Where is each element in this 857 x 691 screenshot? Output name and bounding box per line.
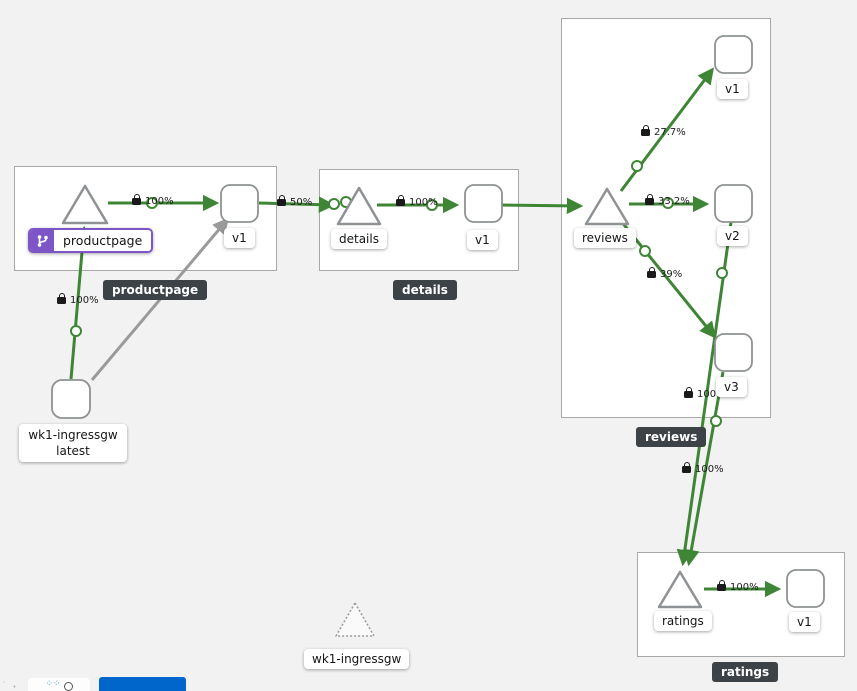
edge-marker-circle <box>426 199 438 211</box>
edge-label: 100% <box>396 195 438 208</box>
label-details-service[interactable]: details <box>331 229 387 249</box>
mtls-lock-icon <box>645 194 654 205</box>
edge-ppv1-to-reviews[interactable] <box>501 197 584 215</box>
edge-label: 100% <box>57 293 99 306</box>
edge-label: 100% <box>684 387 726 400</box>
label-productpage-v1[interactable]: v1 <box>224 228 255 248</box>
toolbar-fragment-icons: ˙ ₊ <box>2 681 19 690</box>
label-ratings-v1[interactable]: v1 <box>789 612 820 632</box>
edge-v3-to-ratings[interactable] <box>683 371 725 567</box>
edge-label: 33.2% <box>645 194 690 207</box>
mtls-lock-icon <box>132 194 141 205</box>
legend-button[interactable] <box>99 677 186 691</box>
node-ratings-v1[interactable] <box>786 569 825 608</box>
label-ingress-workload[interactable]: wk1-ingressgw latest <box>19 424 127 463</box>
node-reviews-v3[interactable] <box>714 333 753 372</box>
edge-label: 39% <box>647 267 682 280</box>
label-ratings-service[interactable]: ratings <box>654 611 712 631</box>
edge-ppv1-to-details[interactable] <box>258 196 336 213</box>
node-reviews-v1[interactable] <box>714 35 753 74</box>
edge-ingress-to-productpage-v1[interactable] <box>90 217 230 381</box>
label-reviews-v1[interactable]: v1 <box>717 79 748 99</box>
node-productpage-service[interactable] <box>61 184 109 225</box>
edge-label: 100% <box>682 462 724 475</box>
edge-reviews-to-v3[interactable] <box>619 220 717 339</box>
label-reviews-v2[interactable]: v2 <box>717 226 748 246</box>
edge-marker-circle <box>662 197 674 209</box>
edge-marker-circle <box>710 415 722 427</box>
mtls-lock-icon <box>396 195 405 206</box>
edge-marker-circle <box>716 267 728 279</box>
tooltip-productpage: productpage <box>103 280 208 300</box>
label-reviews-v3[interactable]: v3 <box>716 377 747 397</box>
mtls-lock-icon <box>641 125 650 136</box>
node-reviews-service[interactable] <box>584 187 630 226</box>
mtls-lock-icon <box>647 267 656 278</box>
tooltip-details: details <box>393 280 457 300</box>
node-productpage-v1[interactable] <box>220 184 259 223</box>
edge-label: 100% <box>132 194 174 207</box>
graph-find-button[interactable]: ⁘⁘ <box>28 678 90 691</box>
edge-label: 100% <box>717 580 759 593</box>
virtual-service-branch-icon <box>30 230 54 251</box>
graph-icon: ⁘⁘ <box>45 679 61 689</box>
mtls-lock-icon <box>277 195 286 206</box>
edge-label: 50% <box>277 195 312 208</box>
label-reviews-service[interactable]: reviews <box>574 228 636 248</box>
node-details-service[interactable] <box>336 186 382 226</box>
label-details-v1[interactable]: v1 <box>467 230 498 250</box>
label-line2: latest <box>56 444 90 459</box>
label-text: productpage <box>54 230 152 251</box>
edge-marker-circle <box>328 198 340 210</box>
mtls-lock-icon <box>684 387 693 398</box>
mtls-lock-icon <box>717 580 726 591</box>
edge-label: 27.7% <box>641 125 686 138</box>
label-idle-service[interactable]: wk1-ingressgw <box>304 649 410 669</box>
node-idle-service-wk1-ingressgw[interactable] <box>335 602 375 637</box>
edge-marker-circle <box>639 245 651 257</box>
edge-marker-circle <box>70 325 82 337</box>
magnifier-icon <box>63 682 73 691</box>
label-productpage-service[interactable]: productpage <box>28 228 154 253</box>
edge-ingress-to-productpage[interactable] <box>69 225 92 380</box>
edge-marker-circle <box>146 197 158 209</box>
node-details-v1[interactable] <box>464 184 503 223</box>
node-reviews-v2[interactable] <box>714 184 753 223</box>
edge-marker-circle <box>631 160 643 172</box>
label-line1: wk1-ingressgw <box>28 428 118 442</box>
node-ingress-workload[interactable] <box>51 379 91 419</box>
node-ratings-service[interactable] <box>657 570 703 609</box>
tooltip-ratings: ratings <box>712 662 779 682</box>
mtls-lock-icon <box>682 462 691 473</box>
mtls-lock-icon <box>57 293 66 304</box>
tooltip-reviews: reviews <box>636 427 707 447</box>
